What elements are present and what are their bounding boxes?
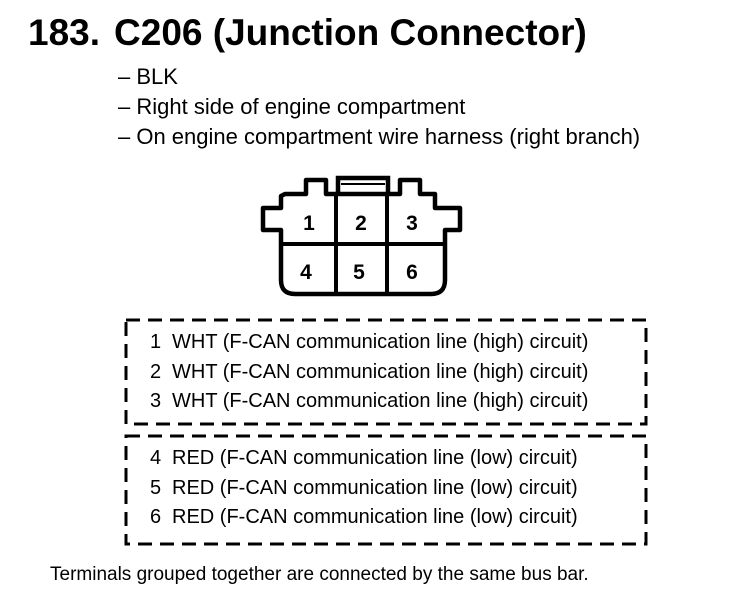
- wire-row: 1 WHT (F-CAN communication line (high) ci…: [150, 328, 588, 358]
- section-number: 183.: [28, 12, 101, 53]
- terminal-4-label: 4: [300, 261, 312, 284]
- wire-row: 5 RED (F-CAN communication line (low) cir…: [150, 474, 578, 504]
- description-line: – On engine compartment wire harness (ri…: [118, 124, 641, 149]
- terminal-3-label: 3: [406, 212, 418, 235]
- wire-description: RED (F-CAN communication line (low) circ…: [172, 447, 578, 469]
- connector-diagram: 1 2 3 4 5 6: [255, 172, 470, 312]
- description-line: – Right side of engine compartment: [118, 94, 466, 119]
- terminal-6-label: 6: [406, 261, 418, 284]
- wire-description: WHT (F-CAN communication line (high) cir…: [172, 390, 589, 412]
- wire-description: WHT (F-CAN communication line (high) cir…: [172, 360, 589, 383]
- wire-row: 4 RED (F-CAN communication line (low) cir…: [150, 444, 578, 474]
- wire-row: 2 WHT (F-CAN communication line (high) ci…: [150, 358, 588, 388]
- wire-description: WHT (F-CAN communication line (high) cir…: [172, 331, 589, 353]
- group-dashed-border: [124, 318, 648, 426]
- pin-number: 1: [150, 331, 162, 353]
- pin-number: 5: [150, 476, 162, 499]
- connector-face-drawing: 1 2 3 4 5 6: [260, 175, 463, 297]
- wire-row: 6 RED (F-CAN communication line (low) cir…: [150, 503, 578, 533]
- terminal-5-label: 5: [353, 261, 365, 284]
- pin-number: 4: [150, 447, 162, 469]
- wire-description: RED (F-CAN communication line (low) circ…: [172, 476, 578, 499]
- footnote: Terminals grouped together are connected…: [50, 564, 589, 585]
- terminal-1-label: 1: [303, 212, 315, 235]
- page-title: 183. C206 (Junction Connector): [28, 12, 587, 54]
- pin-number: 3: [150, 390, 162, 412]
- connector-title: C206 (Junction Connector): [114, 12, 587, 53]
- pin-number: 6: [150, 506, 162, 528]
- wire-row: 3 WHT (F-CAN communication line (high) ci…: [150, 387, 588, 417]
- pin-number: 2: [150, 360, 162, 383]
- description-line: – BLK: [118, 64, 178, 89]
- wire-description: RED (F-CAN communication line (low) circ…: [172, 506, 578, 528]
- group-dashed-border: [124, 434, 648, 546]
- connector-description: – BLK – Right side of engine compartment…: [118, 62, 640, 152]
- terminal-2-label: 2: [355, 212, 367, 235]
